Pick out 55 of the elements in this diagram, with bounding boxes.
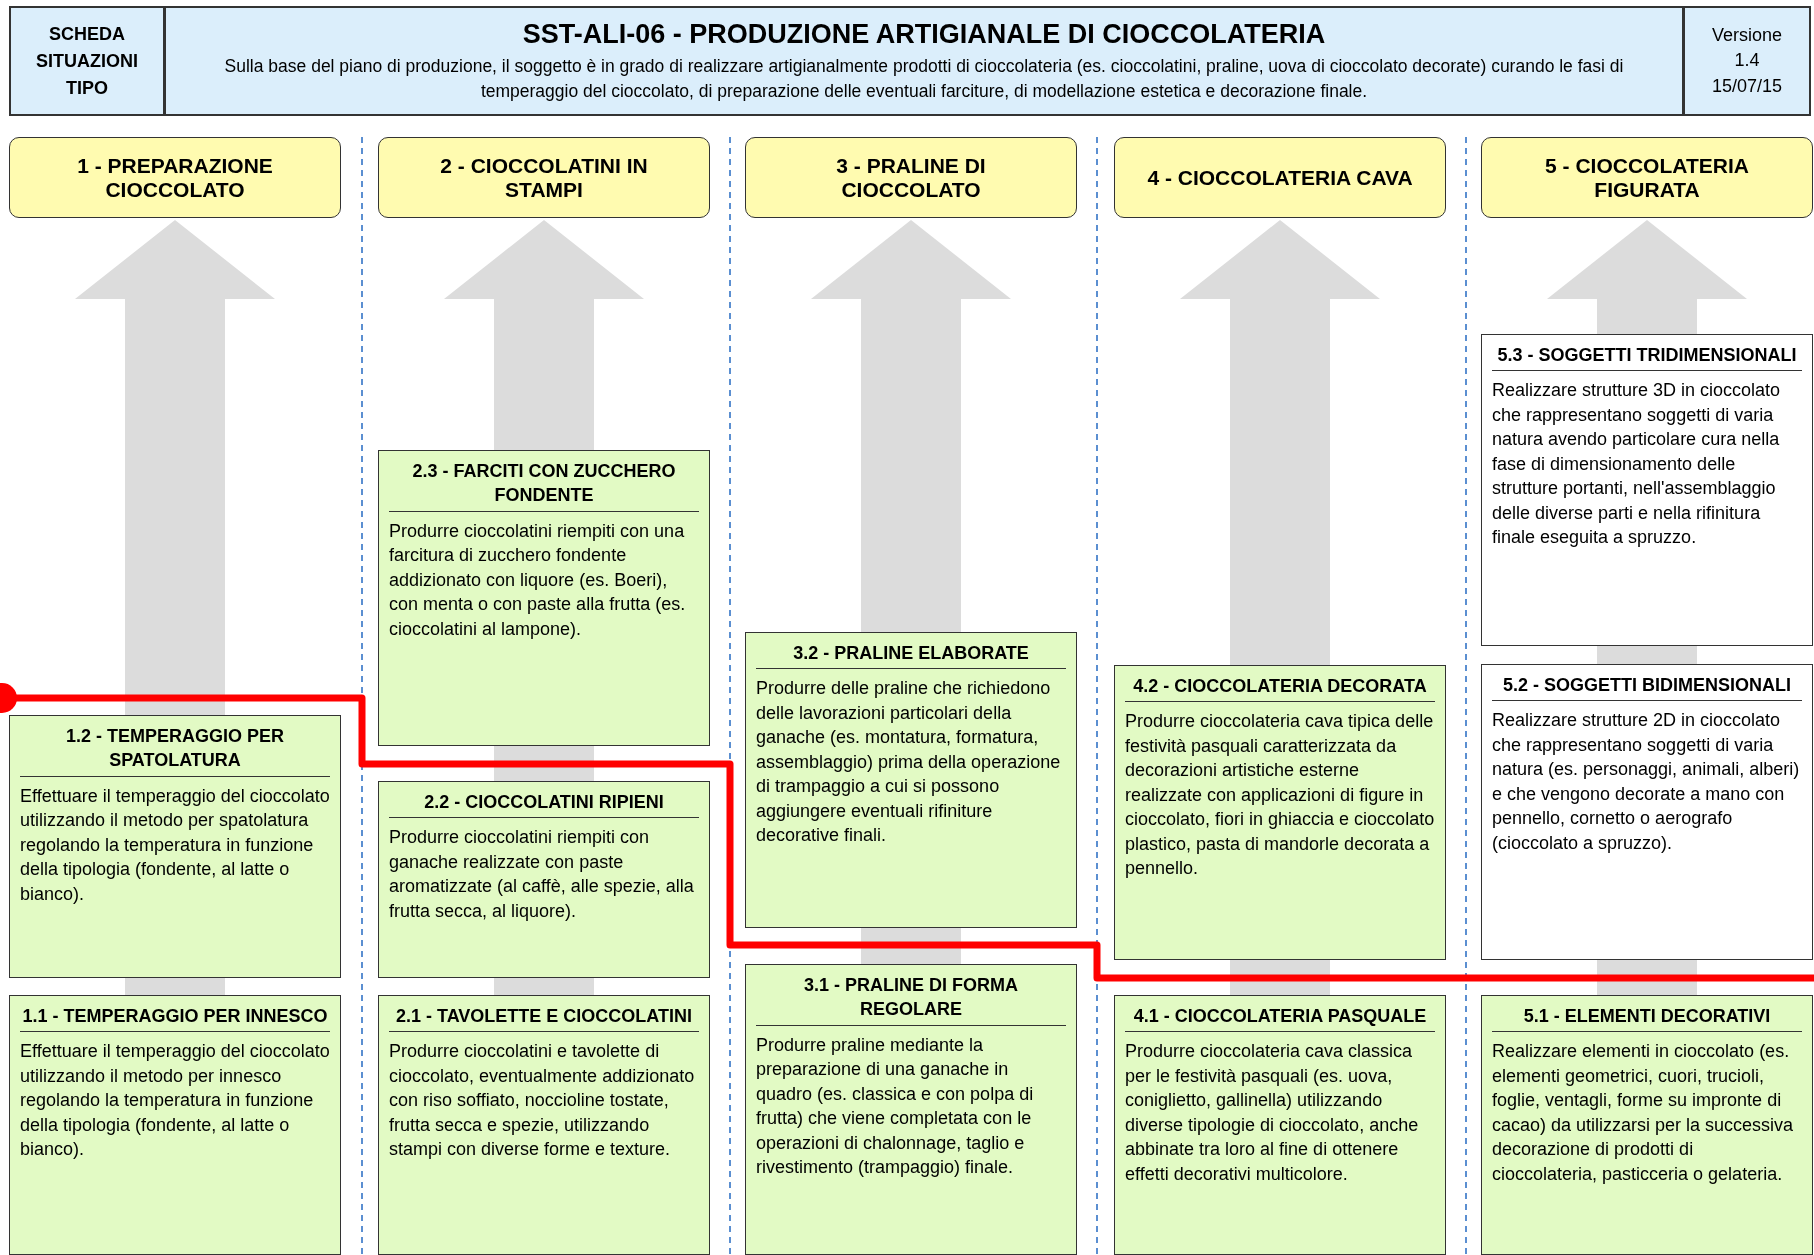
sheet-description: Sulla base del piano di produzione, il soggetto è in grado di realizzare artigianalmente prodotti di cioccolateria (es. cioccolatini, praline, uova di cioccolato decorate) curando le fasi di temperaggio del cioccolato, di preparazione delle eventuali farciture, di modellazione estetica e decorazione finale. [223,55,1625,103]
competence-card [745,632,1077,928]
card-description: Produrre cioccolatini riempiti con ganache realizzate con paste aromatizzate (al caffè, alle spezie, alla frutta secca, al liquore). [389,826,695,923]
card-description: Realizzare strutture 2D in cioccolato che rappresentano soggetti di varia natura (es. personaggi, animali, alberi) e che vengono decorate a mano con pennello, cornetto o aerografo (cioccolato a spruzzo). [1492,709,1801,855]
card-description: Produrre cioccolatini e tavolette di cioccolato, eventualmente addizionato con riso soffiato, noccioline tostate, frutta secca e spezie, utilizzando stampi con diverse forme e texture. [389,1040,696,1162]
card-description: Effettuare il temperaggio del cioccolato utilizzando il metodo per spatolatura regolando la temperatura in funzione della tipologia (fondente, al latte o bianco). [20,784,330,906]
version-info: 1.4 [1734,49,1760,73]
card-title: 3.2 - PRALINE ELABORATE [756,641,1066,670]
column-title: 3 - PRALINE DI CIOCCOLATO [835,153,987,202]
card-title: 5.2 - SOGGETTI BIDIMENSIONALI [1492,673,1802,702]
card-description: Produrre cioccolateria cava classica per le festività pasquali (es. uova, coniglietto, gallinella) utilizzando diverse tipologie di cioccolato, anche abbinate tra loro al fine di ottenere effetti decorativi multicolore. [1125,1040,1420,1186]
column-title: 2 - CIOCCOLATINI IN STAMPI [439,153,649,202]
header-cell [1683,6,1811,116]
card-description: Effettuare il temperaggio del cioccolato utilizzando il metodo per innesco regolando la temperatura in funzione della tipologia (fondente, al latte o bianco). [20,1040,330,1162]
header-cell [9,6,165,116]
card-title: 2.3 - FARCITI CON ZUCCHERO FONDENTE [389,459,699,512]
card-description: Produrre delle praline che richiedono delle lavorazioni particolari della ganache (es. montatura, formatura, assemblaggio) prima della operazione di trampaggio a cui si possono aggiungere eventuali rifiniture decorative finali. [756,677,1062,848]
competence-card [1114,665,1446,960]
competence-card [1481,334,1813,646]
column-header [1114,137,1446,218]
sheet-type-label: SCHEDA SITUAZIONI TIPO [35,22,139,100]
card-title: 5.1 - ELEMENTI DECORATIVI [1492,1004,1802,1033]
card-title: 5.3 - SOGGETTI TRIDIMENSIONALI [1492,343,1802,372]
card-description: Realizzare elementi in cioccolato (es. elementi geometrici, cuori, trucioli, foglie, ventagli, forme su impronte di cacao) da utilizzarsi per la successiva decorazione di prodotti di cioccolateria, pasticceria o gelateria. [1492,1040,1795,1186]
column-header [745,137,1077,218]
column-title: 5 - CIOCCOLATERIA FIGURATA [1544,153,1750,202]
card-title: 1.1 - TEMPERAGGIO PER INNESCO [20,1004,330,1033]
column-header [1481,137,1813,218]
competence-card [378,781,710,978]
card-title: 1.2 - TEMPERAGGIO PER SPATOLATURA [20,724,330,777]
card-title: 4.1 - CIOCCOLATERIA PASQUALE [1125,1004,1435,1033]
card-title: 2.2 - CIOCCOLATINI RIPIENI [389,790,699,819]
competence-card [378,995,710,1255]
card-title: 2.1 - TAVOLETTE E CIOCCOLATINI [389,1004,699,1033]
column-title: 4 - CIOCCOLATERIA CAVA [1147,165,1413,190]
competence-card [1481,995,1813,1255]
sheet-title: SST-ALI-06 - PRODUZIONE ARTIGIANALE DI CIOCCOLATERIA [522,19,1326,50]
competence-card [1481,664,1813,960]
card-title: 4.2 - CIOCCOLATERIA DECORATA [1125,674,1435,703]
competence-card [1114,995,1446,1255]
competence-card [378,450,710,746]
competence-card [9,995,341,1255]
card-title: 3.1 - PRALINE DI FORMA REGOLARE [756,973,1066,1026]
column-header [9,137,341,218]
version-info: 15/07/15 [1711,74,1783,98]
card-description: Realizzare strutture 3D in cioccolato che rappresentano soggetti di varia natura avendo particolare cura nella fase di dimensionamento delle strutture portanti, nell'assemblaggio delle diverse parti e nella rifinitura finale eseguita a spruzzo. [1492,379,1782,550]
version-info: Versione [1711,24,1783,48]
card-description: Produrre praline mediante la preparazione di una ganache in quadro (es. classica e con polpa di frutta) che viene completata con le operazioni di chalonnage, taglio e rivestimento (trampaggio) finale. [756,1033,1035,1180]
card-description: Produrre cioccolateria cava tipica delle festività pasquali caratterizzata da decorazioni artistiche esterne realizzate con applicazioni di figure in cioccolato, fiori in ghiaccia e cioccolato plastico, pasta di mandorle decorata a pennello. [1125,710,1435,881]
header-cell [164,6,1684,116]
card-description: Produrre cioccolatini riempiti con una farcitura di zucchero fondente addizionato con liquore (es. Boeri), con menta o con paste alla frutta (es. cioccolatini al lampone). [389,519,687,641]
competence-card [745,964,1077,1255]
column-header [378,137,710,218]
column-title: 1 - PREPARAZIONE CIOCCOLATO [76,153,274,202]
competence-card [9,715,341,978]
